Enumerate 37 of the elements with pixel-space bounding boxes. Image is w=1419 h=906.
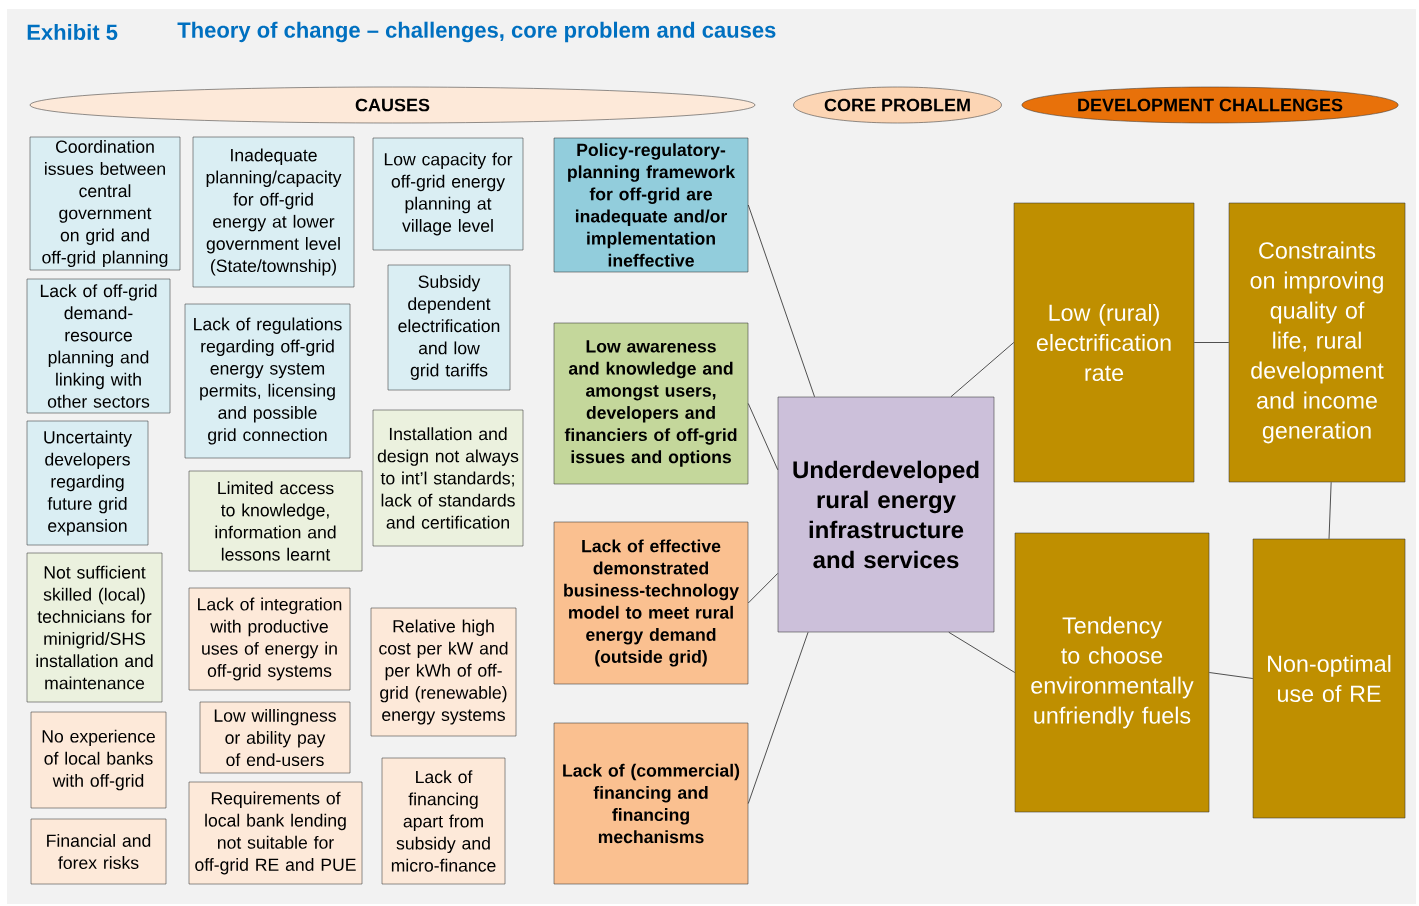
challenge-box: Constraints on improving quality of life, rural development and income generation (1228, 202, 1406, 483)
connector-line (747, 403, 779, 471)
connector-line (948, 631, 1016, 673)
core-problem-box: Underdeveloped rural energy infrastructure and services (777, 396, 995, 633)
cause-box: Lack of integration with productive uses of energy in off-grid systems (188, 587, 351, 691)
cause-box: Inadequate planning/capacity for off-grid energy at lower government level (State/township) (192, 136, 355, 288)
cause-box: Coordination issues between central government on grid and off-grid planning (29, 136, 181, 271)
connector-line (747, 204, 815, 398)
cause-box: Limited access to knowledge, information and lessons learnt (188, 470, 363, 572)
exhibit-number: Exhibit 5 (27, 23, 118, 41)
challenge-box: Tendency to choose environmentally unfriendly fuels (1014, 532, 1210, 813)
key-cause-box: Policy-regulatory-planning framework for off-grid are inadequate and/or implementation ineffective (553, 137, 749, 273)
cause-box: Not sufficient skilled (local) technicians for minigrid/SHS installation and maintenance (26, 552, 163, 703)
key-cause-box: Lack of effective demonstrated business-technology model to meet rural energy demand (outside grid) (553, 521, 749, 685)
cause-box: Financial and forex risks (30, 818, 167, 885)
connector-line (747, 573, 779, 604)
connector-line (1328, 481, 1332, 540)
connector-line (1208, 672, 1254, 679)
title: Theory of change – challenges, core problem and causes (177, 21, 776, 43)
cause-box: Lack of off-grid demand-resource planning and linking with other sectors (26, 278, 171, 414)
key-cause-box: Low awareness and knowledge and amongst users, developers and financiers of off-grid issues and options (553, 322, 749, 485)
connector-line (950, 342, 1015, 398)
cause-box: Low capacity for off-grid energy planning at village level (372, 137, 524, 251)
challenge-box: Non-optimal use of RE (1252, 538, 1406, 819)
cause-box: Subsidy dependent electrification and low grid tariffs (387, 264, 511, 391)
cause-box: Lack of financing apart from subsidy and micro-finance (381, 757, 506, 885)
cause-box: Uncertainty developers regarding future grid expansion (26, 420, 149, 546)
cause-box: Installation and design not always to int’l standards; lack of standards and certification (372, 409, 524, 547)
cause-box: Requirements of local bank lending not suitable for off-grid RE and PUE (188, 781, 363, 885)
cause-box: Low willingness or ability pay of end-users (199, 701, 351, 774)
cause-box: Lack of regulations regarding off-grid energy system permits, licensing and possible grid connection (184, 303, 351, 459)
challenge-box: Low (rural) electrification rate (1013, 202, 1195, 483)
connector-line (747, 631, 809, 804)
connector-line (1193, 342, 1230, 343)
cause-box: Relative high cost per kW and per kWh of off-grid (renewable) energy systems (370, 607, 517, 737)
cause-box: No experience of local banks with off-grid (30, 711, 167, 809)
key-cause-box: Lack of (commercial) financing and financing mechanisms (553, 722, 749, 885)
